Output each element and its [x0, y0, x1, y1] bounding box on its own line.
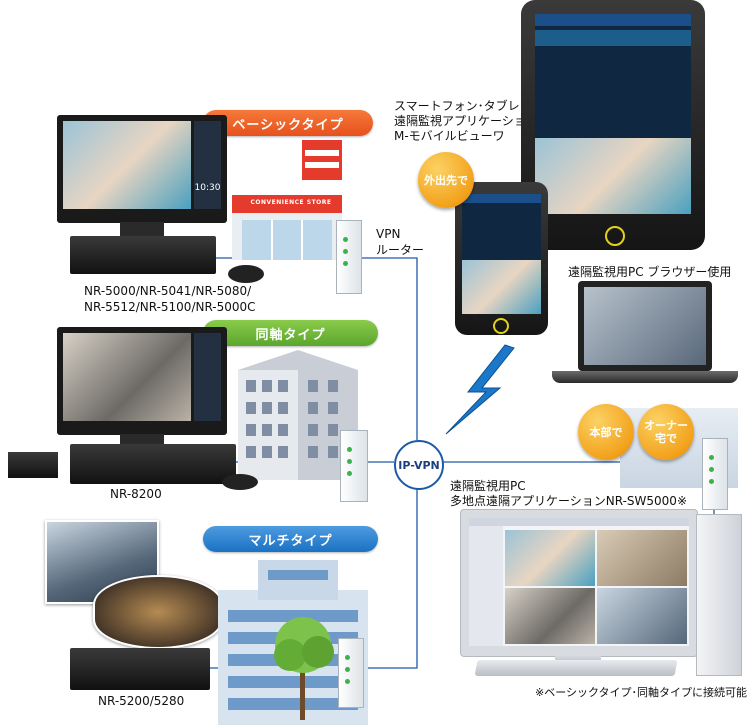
- vpn-router-icon: [338, 638, 364, 708]
- vpn-router-label-line2: ルーター: [376, 243, 425, 257]
- smartphone-home-button: [493, 318, 509, 334]
- monitor-camera-view: [63, 121, 191, 209]
- line-multi-router: [363, 486, 418, 669]
- recorder-icon: [70, 648, 210, 690]
- fisheye-camera-photo: [93, 575, 223, 649]
- coax-type-label: 同軸タイプ: [203, 320, 378, 346]
- basic-type-label: ベーシックタイプ: [203, 110, 373, 136]
- tablet-home-button: [605, 226, 625, 246]
- multi-type-label: マルチタイプ: [203, 526, 378, 552]
- monitor-icon: [57, 327, 227, 435]
- sw-pc-line2: 多地点遠隔アプリケーションNR-SW5000※: [450, 494, 687, 508]
- basic-models-line1: NR-5000/NR-5041/NR-5080/: [84, 284, 252, 298]
- laptop-screen: [584, 287, 706, 365]
- monitor-stand: [120, 222, 164, 236]
- recorder-icon: [70, 236, 216, 274]
- tree-icon: [274, 617, 334, 720]
- convenience-store-building: [232, 140, 342, 260]
- vpn-router-icon: [336, 220, 362, 294]
- hq-bubble: 本部で: [578, 404, 634, 460]
- coax-model: NR-8200: [110, 487, 162, 501]
- mobile-app-line3: M-モバイルビューワ: [394, 129, 505, 143]
- desktop-screen: [469, 518, 689, 646]
- recorder-icon: [8, 452, 58, 478]
- mouse-icon: [228, 265, 264, 283]
- outside-bubble: 外出先で: [418, 152, 474, 208]
- lightning-bolt-icon: [445, 344, 515, 435]
- monitor-stand: [120, 434, 164, 446]
- footnote: ※ベーシックタイプ･同軸タイプに接続可能: [535, 686, 748, 699]
- ip-vpn-node: IP-VPN: [394, 440, 444, 490]
- mouse-icon: [222, 474, 258, 490]
- keyboard: [474, 660, 678, 676]
- monitor-side-panel: [194, 121, 221, 209]
- laptop-base: [552, 371, 738, 383]
- mobile-app-line1: スマートフォン･タブレット用: [394, 99, 556, 113]
- laptop-icon: [578, 281, 712, 371]
- vpn-router-icon: [340, 430, 368, 502]
- owner-bubble: オーナー宅で: [638, 404, 694, 460]
- monitor-camera-view: [63, 333, 191, 421]
- pc-tower: [696, 514, 742, 676]
- monitor-side-panel: [194, 333, 221, 421]
- store-sign: CONVENIENCE STORE: [250, 199, 332, 206]
- desktop-pc-icon: [460, 509, 698, 657]
- recorder-icon: [70, 444, 236, 484]
- monitor-icon: 10:30: [57, 115, 227, 223]
- vpn-router-icon: [702, 438, 728, 510]
- sw-pc-line1: 遠隔監視用PC: [450, 479, 526, 493]
- basic-models-line2: NR-5512/NR-5100/NR-5000C: [84, 300, 256, 314]
- monitor-clock: 10:30: [194, 183, 221, 193]
- multi-model: NR-5200/5280: [98, 694, 185, 708]
- mobile-app-line2: 遠隔監視アプリケーション: [394, 114, 538, 128]
- tablet-screen: [535, 14, 691, 214]
- smartphone-screen: [462, 194, 541, 314]
- browser-pc-label: 遠隔監視用PC ブラウザー使用: [568, 265, 732, 279]
- line-basic-router: [360, 257, 418, 440]
- smartphone-icon: [455, 182, 548, 335]
- tablet-icon: [521, 0, 705, 250]
- building-icon: [238, 350, 358, 480]
- vpn-router-label-line1: VPN: [376, 227, 401, 241]
